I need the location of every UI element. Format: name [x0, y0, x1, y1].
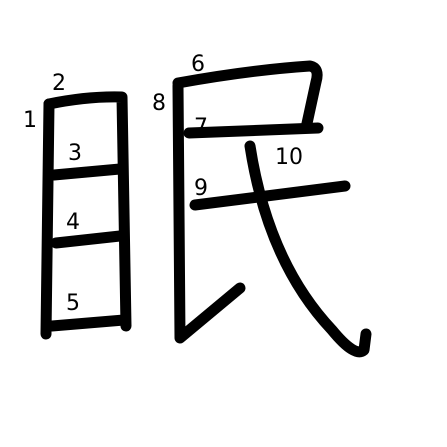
stroke-10: [244, 140, 372, 358]
stroke-number-7: 7: [194, 115, 208, 140]
stroke-5: [46, 314, 130, 332]
stroke-7: [183, 122, 324, 139]
stroke-4: [50, 230, 126, 249]
stroke-2: [43, 91, 132, 332]
stroke-3: [48, 163, 126, 181]
stroke-1: [40, 98, 55, 340]
stroke-6: [172, 60, 323, 134]
stroke-9: [189, 180, 351, 211]
stroke-number-2: 2: [52, 71, 66, 96]
stroke-number-3: 3: [68, 141, 82, 166]
stroke-number-1: 1: [23, 108, 37, 133]
stroke-number-8: 8: [152, 91, 166, 116]
stroke-number-10: 10: [275, 145, 303, 170]
stroke-number-6: 6: [191, 52, 205, 77]
stroke-number-5: 5: [66, 291, 80, 316]
stroke-number-4: 4: [66, 210, 80, 235]
stroke-number-9: 9: [194, 176, 208, 201]
stroke-8: [172, 80, 246, 344]
